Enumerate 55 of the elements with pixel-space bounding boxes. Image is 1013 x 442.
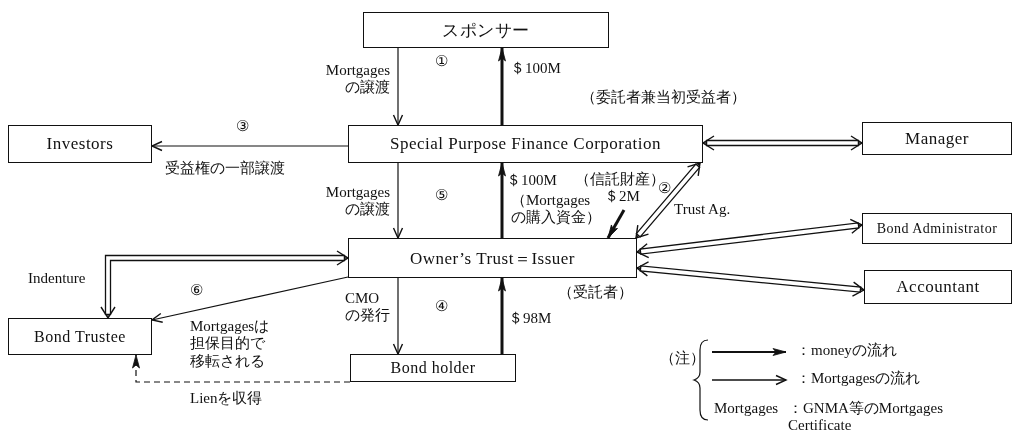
edge-label: Mortgagesは担保目的で移転される — [190, 318, 271, 370]
edge-label: Lienを収得 — [190, 390, 263, 408]
edge-label: Mortgages の譲渡 — [324, 184, 390, 219]
arrow — [606, 209, 626, 239]
party-name: Accountant — [896, 277, 980, 297]
party-name: Bond holder — [390, 359, 476, 377]
party-box — [363, 12, 609, 48]
party-box — [8, 318, 152, 355]
edge-label: ＄2M — [604, 188, 640, 206]
note-text: ④ — [435, 298, 448, 316]
arrow — [151, 276, 349, 323]
edge-label: ＄100M — [506, 172, 557, 190]
note-text: ① — [435, 53, 448, 71]
party-box — [350, 354, 516, 382]
note-text: （注） — [660, 350, 705, 368]
note-text: （Mortgages の購入資金） — [511, 192, 602, 227]
party-name: Special Purpose Finance Corporation — [390, 134, 661, 154]
edge-label: 受益権の一部譲渡 — [165, 160, 285, 178]
party-name: スポンサー — [442, 19, 530, 42]
party-box — [8, 125, 152, 163]
arrow — [498, 47, 506, 125]
double-arrow — [702, 135, 863, 151]
party-box — [864, 270, 1012, 304]
note-text: Mortgages — [714, 400, 779, 418]
arrow — [392, 162, 404, 239]
double-arrow — [636, 261, 865, 297]
note-text: ⑤ — [435, 187, 448, 205]
arrow — [392, 47, 404, 126]
note-text: ③ — [236, 118, 249, 136]
arrow — [498, 162, 506, 238]
party-name: Manager — [905, 128, 969, 149]
edge-label: Mortgages の譲渡 — [324, 62, 390, 97]
legend-text: ：Mortgagesの流れ — [796, 370, 921, 388]
party-box — [862, 122, 1012, 155]
party-name: Owner’s Trust＝Issuer — [409, 247, 576, 270]
party-name: Bond Trustee — [34, 327, 126, 346]
role-caption: （受託者） — [558, 283, 633, 302]
double-arrow — [100, 250, 349, 319]
arrow — [151, 140, 349, 152]
edge-label: ＄98M — [508, 310, 552, 328]
note-text: ：GNMA等のMortgages Certificate — [788, 400, 944, 435]
arrow — [392, 277, 404, 355]
note-text: ⑥ — [190, 282, 203, 300]
arrow — [498, 277, 506, 354]
party-box — [862, 213, 1012, 244]
edge-label: Indenture — [28, 270, 86, 288]
edge-label: CMO の発行 — [345, 290, 391, 325]
party-name: Bond Administrator — [876, 220, 998, 237]
double-arrow — [635, 162, 701, 239]
legend-text: ：moneyの流れ — [796, 342, 897, 360]
role-caption: （委託者兼当初受益者） — [581, 88, 746, 107]
edge-label: ＄100M — [510, 60, 561, 78]
double-arrow — [636, 218, 863, 259]
party-name: Investors — [46, 134, 114, 154]
edge-label: Trust Ag. — [674, 201, 731, 219]
